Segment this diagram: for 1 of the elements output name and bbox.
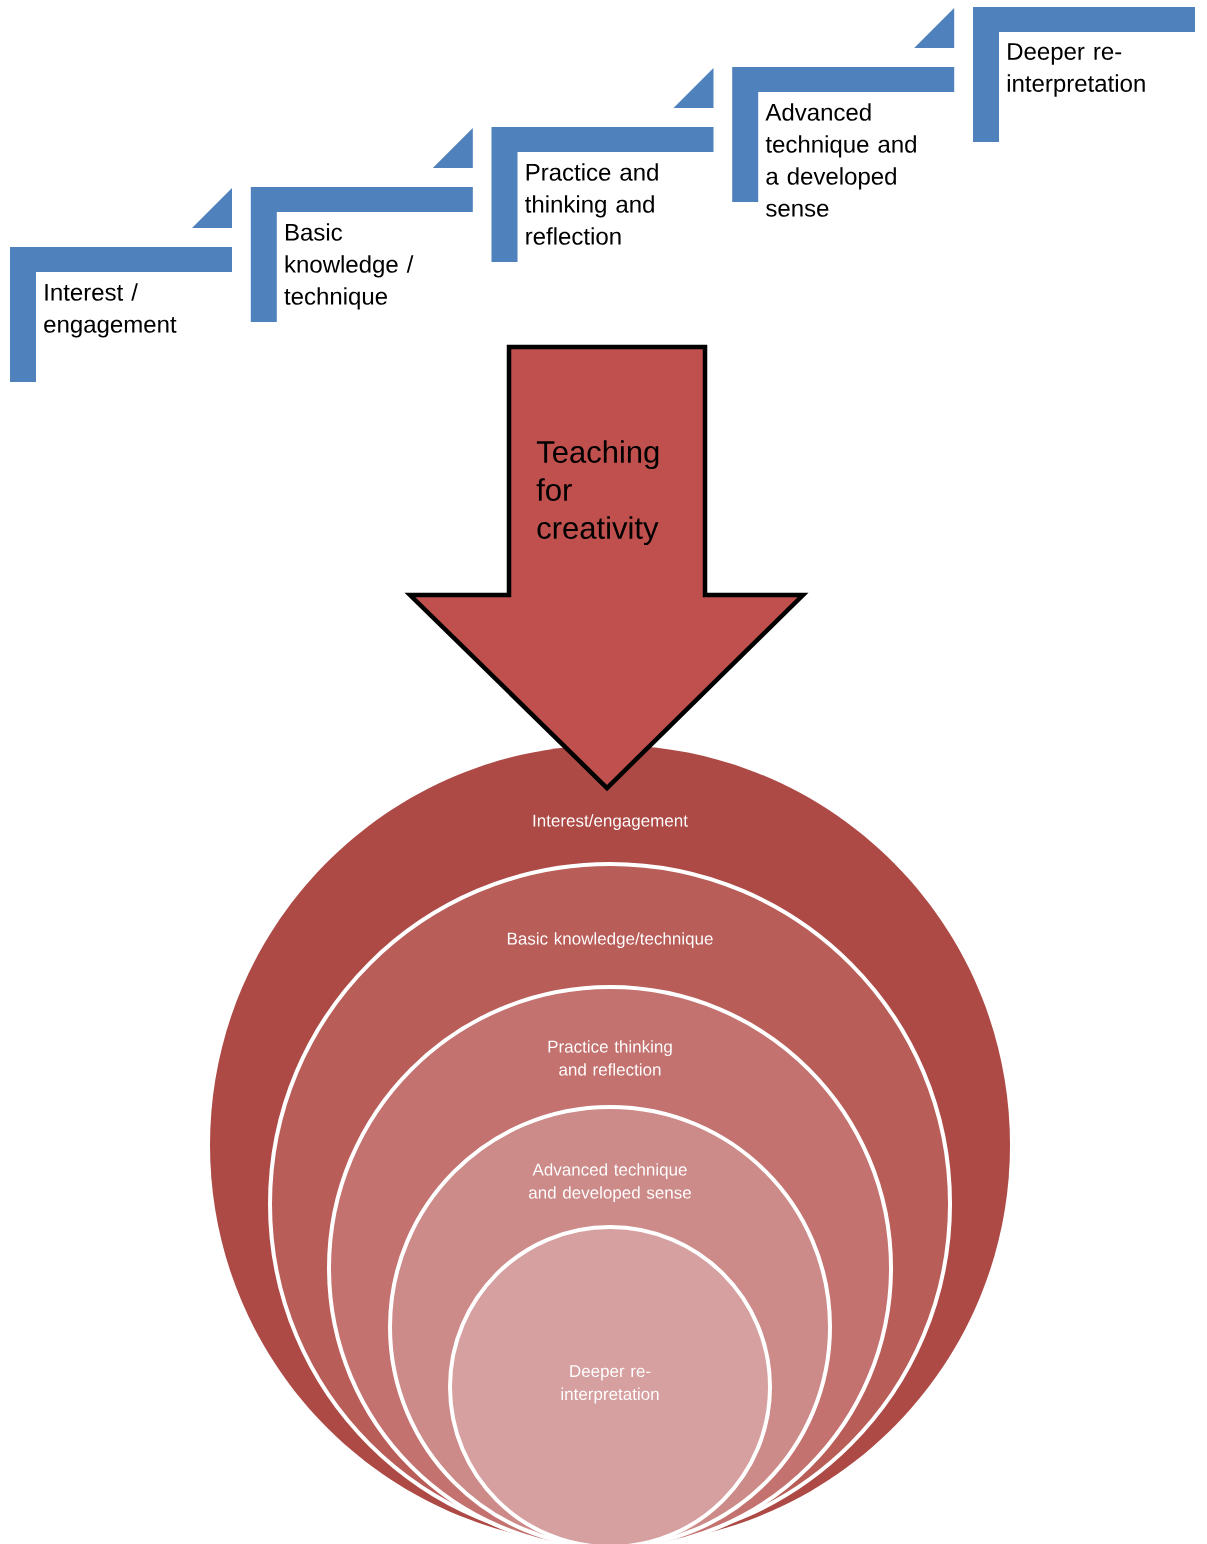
node-label: sense (766, 203, 829, 217)
